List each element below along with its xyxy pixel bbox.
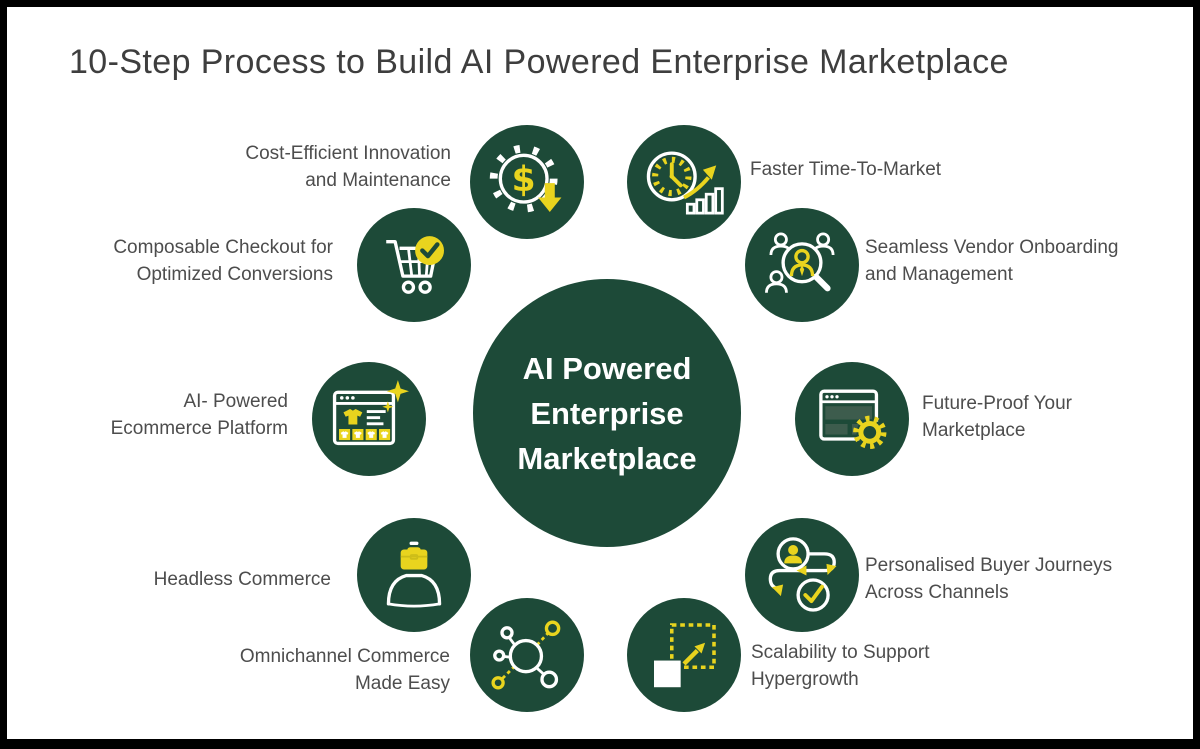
step-circle-faster-time-to-market — [627, 125, 741, 239]
center-label-line1: AI Powered — [522, 350, 692, 386]
step-circle-omnichannel-commerce — [470, 598, 584, 712]
page-title: 10-Step Process to Build AI Powered Ente… — [69, 43, 1009, 81]
cart-check-icon — [386, 236, 444, 294]
expand-square-icon — [654, 623, 716, 688]
window-gear-icon — [819, 389, 887, 449]
step-label-omnichannel-commerce: Omnichannel Commerce Made Easy — [239, 646, 450, 694]
step-circle-headless-commerce — [357, 518, 471, 632]
step-label-ai-powered-ecommerce-platform: AI- Powered Ecommerce Platform — [110, 391, 288, 439]
step-label-faster-time-to-market: Faster Time-To-Market — [750, 159, 942, 180]
gear-dollar-icon: $ — [489, 144, 562, 213]
step-label-headless-commerce: Headless Commerce — [153, 569, 331, 590]
step-label-seamless-vendor-onboarding: Seamless Vendor Onboarding and Managemen… — [865, 237, 1119, 285]
storefront-window-icon — [332, 380, 409, 446]
step-label-composable-checkout: Composable Checkout for Optimized Conver… — [113, 237, 333, 285]
clock-growth-icon — [646, 151, 724, 215]
step-label-future-proof-marketplace: Future-Proof Your Marketplace — [922, 393, 1072, 441]
center-label-line2: Enterprise — [530, 395, 684, 431]
step-circle-composable-checkout — [357, 208, 471, 322]
step-circle-cost-efficient-innovation: $ — [470, 125, 584, 239]
step-circle-future-proof-marketplace — [795, 362, 909, 476]
headless-figure-icon — [386, 541, 442, 608]
step-label-personalised-buyer-journeys: Personalised Buyer Journeys Across Chann… — [865, 555, 1113, 603]
step-circle-scalability-hypergrowth — [627, 598, 741, 712]
center-label-line3: Marketplace — [517, 440, 697, 476]
step-label-cost-efficient-innovation: Cost-Efficient Innovation and Maintenanc… — [245, 143, 451, 191]
journey-path-icon — [768, 537, 837, 612]
network-nodes-icon — [491, 620, 561, 690]
step-circle-ai-powered-ecommerce-platform — [312, 362, 426, 476]
step-circle-seamless-vendor-onboarding — [745, 208, 859, 322]
step-label-scalability-hypergrowth: Scalability to Support Hypergrowth — [751, 642, 930, 690]
center-circle: AI Powered Enterprise Marketplace — [473, 279, 741, 547]
svg-text:$: $ — [512, 160, 536, 200]
step-circle-personalised-buyer-journeys — [745, 518, 859, 632]
vendor-search-icon — [765, 232, 835, 293]
